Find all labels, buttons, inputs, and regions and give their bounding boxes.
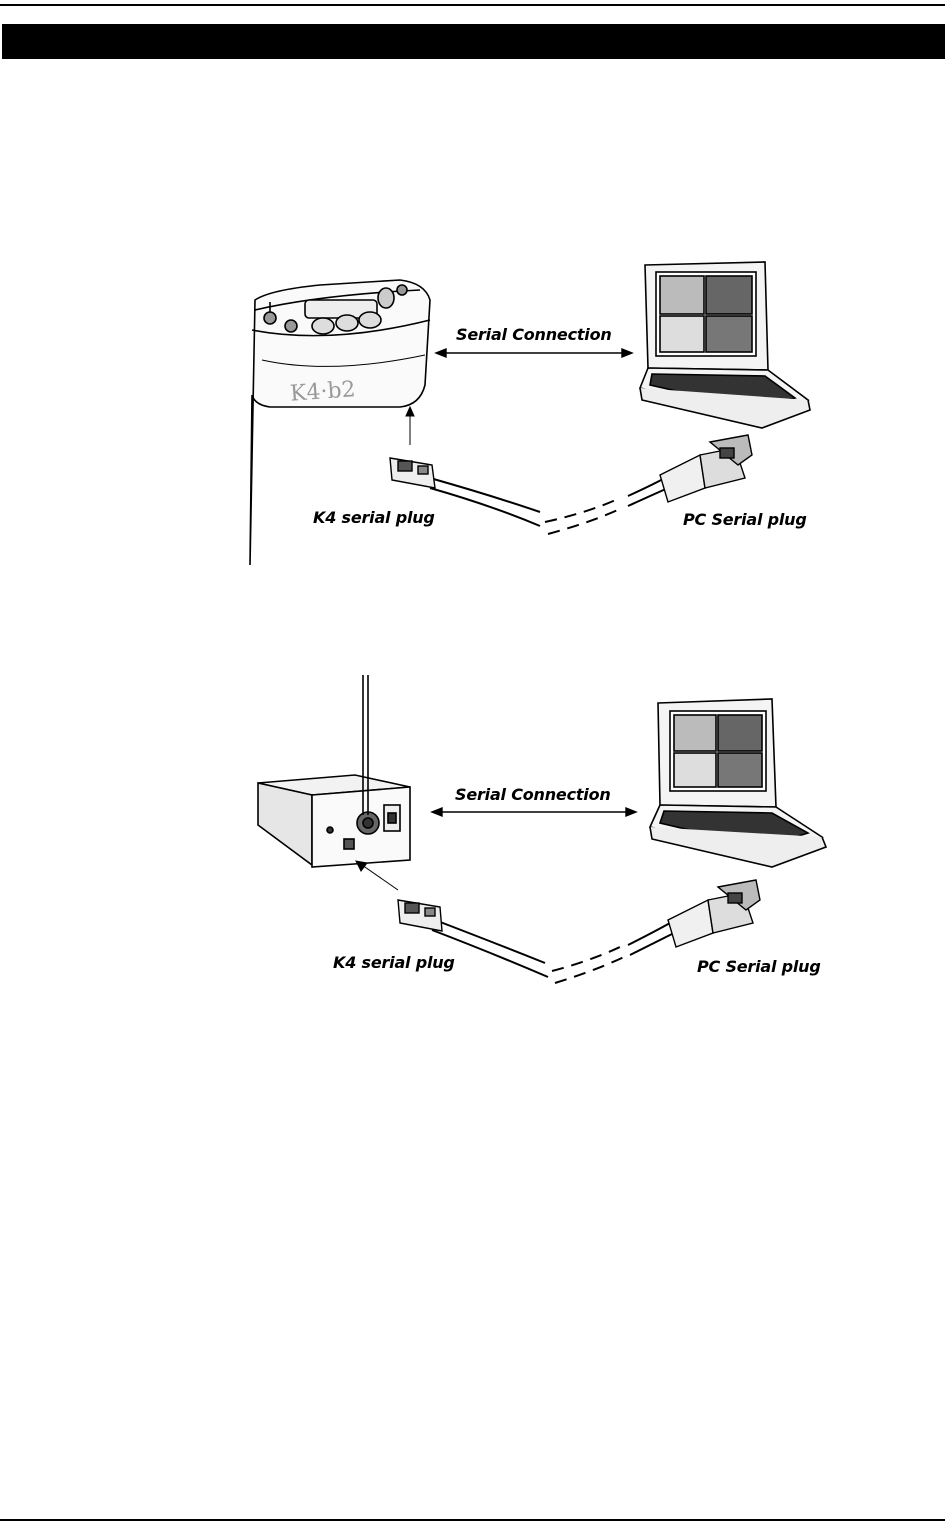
k4-rj-plug	[398, 900, 442, 931]
figure-1-illustration: K4·b2	[0, 250, 945, 550]
pc-db-plug	[660, 435, 752, 502]
serial-connection-label: Serial Connection	[455, 785, 611, 804]
section-header-bar	[2, 24, 945, 59]
serial-connection-arrow	[432, 808, 636, 816]
figure-k4-base-station-serial: Serial Connection K4 serial plug PC Seri…	[0, 675, 945, 995]
k4-base-station	[258, 775, 410, 867]
laptop-pc	[650, 699, 826, 867]
serial-cable	[432, 920, 674, 983]
device-logo-marking: K4·b2	[289, 377, 356, 407]
k4-serial-plug-label: K4 serial plug	[313, 508, 435, 527]
plug-to-device-arrow	[406, 407, 414, 445]
pc-db-plug	[668, 880, 760, 947]
figure-2-illustration	[0, 675, 945, 995]
serial-cable	[430, 478, 668, 534]
serial-connection-arrow	[436, 349, 632, 357]
serial-connection-label: Serial Connection	[456, 325, 612, 344]
figure-k4-portable-serial: K4·b2	[0, 250, 945, 550]
k4-serial-plug-label: K4 serial plug	[333, 953, 455, 972]
bottom-rule	[0, 1519, 945, 1521]
plug-to-device-arrow	[356, 861, 398, 890]
top-rule	[0, 4, 945, 6]
pc-serial-plug-label: PC Serial plug	[697, 957, 821, 976]
laptop-pc	[640, 262, 810, 428]
pc-serial-plug-label: PC Serial plug	[683, 510, 807, 529]
k4-rj-plug	[390, 458, 435, 488]
